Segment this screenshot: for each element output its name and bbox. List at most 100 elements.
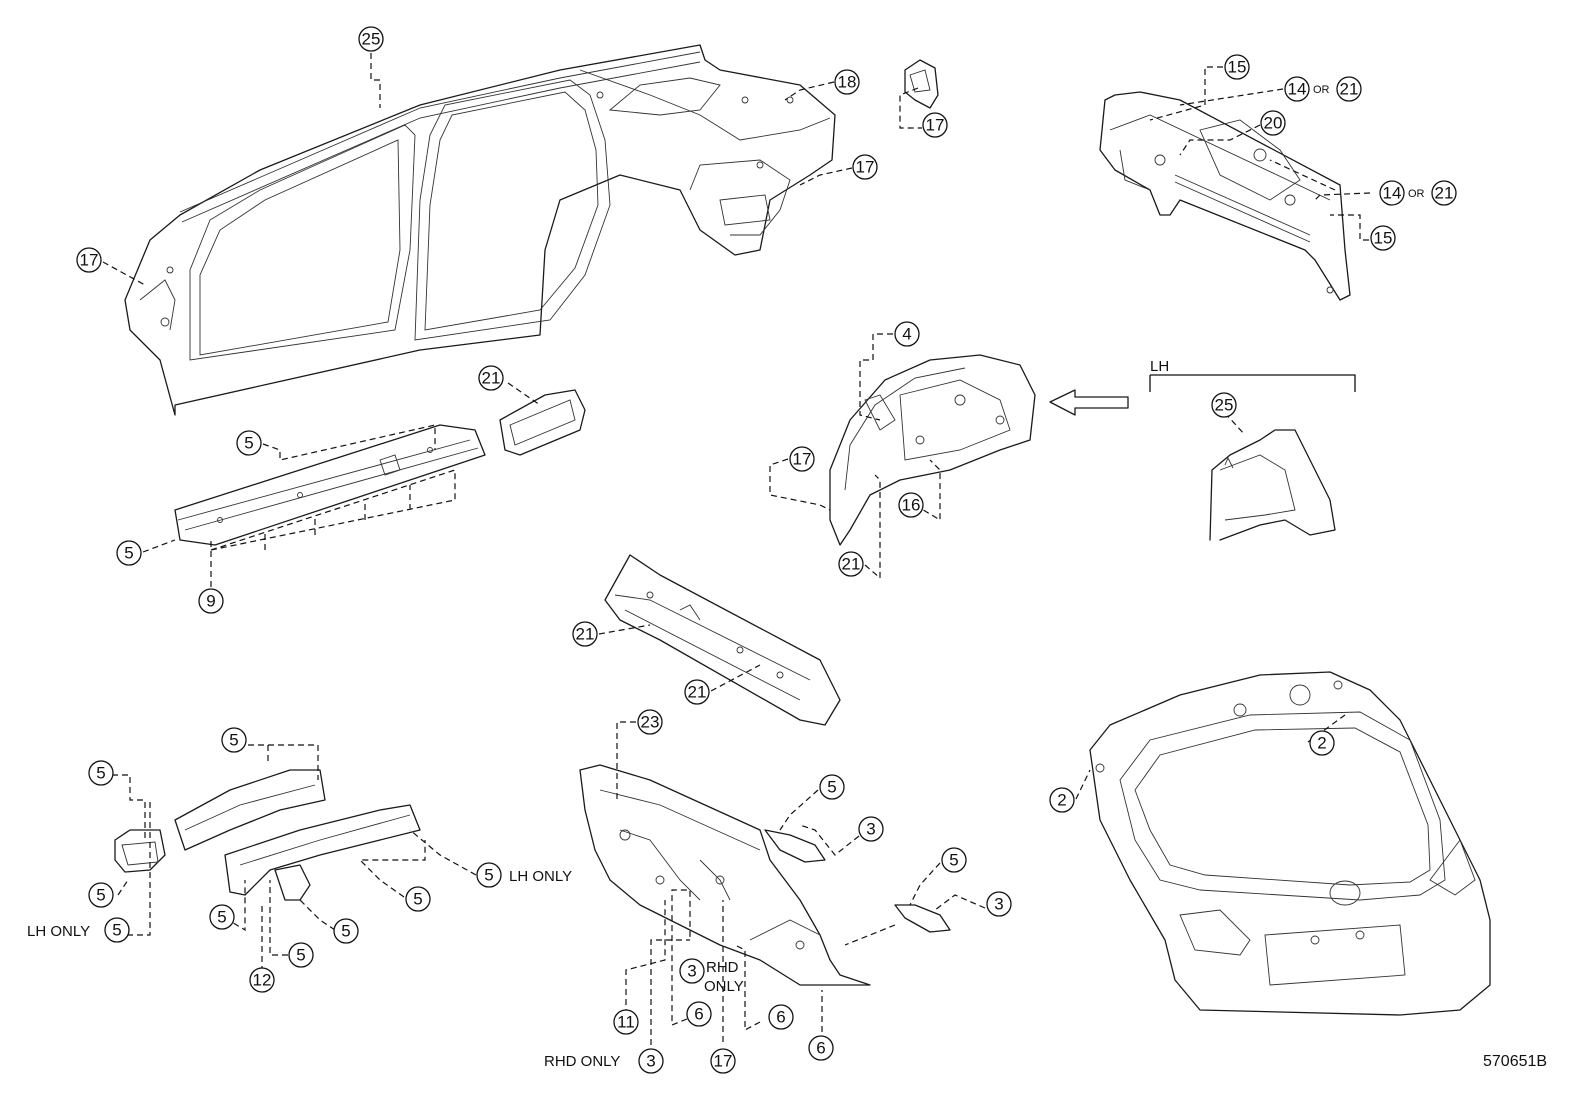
callout-11: 11 <box>613 1009 639 1035</box>
svg-text:5: 5 <box>112 921 121 940</box>
note-rhd: RHD <box>706 959 739 976</box>
svg-text:5: 5 <box>484 866 493 885</box>
svg-text:17: 17 <box>714 1052 733 1071</box>
svg-text:14: 14 <box>1383 184 1402 203</box>
svg-text:14: 14 <box>1288 80 1307 99</box>
svg-text:21: 21 <box>482 369 501 388</box>
svg-text:4: 4 <box>902 325 911 344</box>
svg-text:15: 15 <box>1228 58 1247 77</box>
svg-text:6: 6 <box>694 1005 703 1024</box>
svg-text:5: 5 <box>827 778 836 797</box>
callout-5-member-top: 5 <box>221 727 247 753</box>
svg-text:6: 6 <box>816 1039 825 1058</box>
note-rhd-only-bottom: RHD ONLY <box>544 1053 620 1070</box>
callout-6-right: 6 <box>808 1035 834 1061</box>
callout-16: 16 <box>898 492 924 518</box>
upper-bracket-part <box>904 59 939 109</box>
callout-21-rocker: 21 <box>478 365 504 391</box>
rocker-bracket <box>499 389 586 456</box>
svg-text:3: 3 <box>646 1052 655 1071</box>
note-lh-only-right: LH ONLY <box>509 868 572 885</box>
callout-5-lh-only-left: 5 <box>104 917 130 943</box>
callout-5-bracket-bottom: 5 <box>88 882 114 908</box>
or-label-mid: OR <box>1408 188 1425 200</box>
callout-15-bottom: 15 <box>1370 225 1396 251</box>
svg-text:21: 21 <box>576 625 595 644</box>
callout-17-dash: 17 <box>710 1048 736 1074</box>
callout-5-bracket-top: 5 <box>88 760 114 786</box>
svg-text:2: 2 <box>1317 734 1326 753</box>
dash-panel <box>579 764 871 986</box>
callout-9: 9 <box>198 588 224 614</box>
note-rhd-only: ONLY <box>704 978 744 995</box>
dash-bracket-upper <box>764 829 826 863</box>
svg-text:5: 5 <box>229 731 238 750</box>
svg-text:5: 5 <box>124 544 133 563</box>
svg-text:21: 21 <box>842 555 861 574</box>
callout-25-lh: 25 <box>1211 392 1237 418</box>
lh-view-label: LH <box>1150 358 1169 375</box>
svg-text:9: 9 <box>206 592 215 611</box>
callout-18: 18 <box>834 69 860 95</box>
svg-text:3: 3 <box>994 895 1003 914</box>
callout-5-lh-only-right: 5 <box>476 862 502 888</box>
callout-21-cowl-left: 21 <box>572 621 598 647</box>
callout-3-dash-upper: 3 <box>858 816 884 842</box>
callout-21-cowl-right: 21 <box>684 679 710 705</box>
callout-2-left: 2 <box>1049 787 1075 813</box>
svg-text:18: 18 <box>838 73 857 92</box>
svg-text:5: 5 <box>96 886 105 905</box>
svg-text:17: 17 <box>793 450 812 469</box>
callout-17-quarter: 17 <box>852 154 878 180</box>
callout-5-member-lower-left: 5 <box>209 904 235 930</box>
callout-5-dash-upper: 5 <box>819 774 845 800</box>
callout-5-member-lower-right: 5 <box>333 918 359 944</box>
svg-text:15: 15 <box>1374 229 1393 248</box>
callout-21-top: 21 <box>1336 76 1362 102</box>
callout-20: 20 <box>1260 110 1286 136</box>
svg-text:5: 5 <box>949 851 958 870</box>
callout-5-member-right: 5 <box>405 886 431 912</box>
callout-4: 4 <box>894 321 920 347</box>
callout-2-right: 2 <box>1309 730 1335 756</box>
figure-code: 570651B <box>1483 1053 1547 1070</box>
back-panel <box>1099 91 1351 301</box>
callout-6-mid: 6 <box>768 1004 794 1030</box>
svg-text:5: 5 <box>413 890 422 909</box>
callout-23: 23 <box>637 709 663 735</box>
svg-text:21: 21 <box>688 683 707 702</box>
back-door <box>1089 671 1491 1016</box>
svg-text:21: 21 <box>1340 80 1359 99</box>
cowl-panel <box>604 554 841 726</box>
svg-text:5: 5 <box>341 922 350 941</box>
or-label-top: OR <box>1313 84 1330 96</box>
callout-25-top: 25 <box>358 26 384 52</box>
callout-12: 12 <box>249 967 275 993</box>
svg-text:3: 3 <box>687 962 696 981</box>
callout-21-mid: 21 <box>1431 180 1457 206</box>
rocker-member <box>174 424 486 546</box>
callout-14-top: 14 <box>1284 76 1310 102</box>
callout-17-bracket: 17 <box>922 112 948 138</box>
note-lh-only-left: LH ONLY <box>27 923 90 940</box>
svg-text:6: 6 <box>776 1008 785 1027</box>
leader-lines <box>102 53 1371 1045</box>
side-body-panel <box>124 44 836 416</box>
svg-text:25: 25 <box>362 30 381 49</box>
wheel-house-inner <box>829 354 1036 546</box>
callout-3-rhd-only: 3 <box>638 1048 664 1074</box>
svg-text:5: 5 <box>296 946 305 965</box>
callout-5-dash-lower: 5 <box>941 847 967 873</box>
svg-text:20: 20 <box>1264 114 1283 133</box>
callout-14-mid: 14 <box>1379 180 1405 206</box>
front-side-member <box>114 769 421 901</box>
callout-17-front: 17 <box>76 247 102 273</box>
callout-5-rocker-left: 5 <box>116 540 142 566</box>
svg-text:25: 25 <box>1215 396 1234 415</box>
callout-15-top: 15 <box>1224 54 1250 80</box>
callout-6-left: 6 <box>686 1001 712 1027</box>
callout-17-wheelhouse: 17 <box>789 446 815 472</box>
svg-text:2: 2 <box>1057 791 1066 810</box>
svg-text:11: 11 <box>617 1013 635 1032</box>
